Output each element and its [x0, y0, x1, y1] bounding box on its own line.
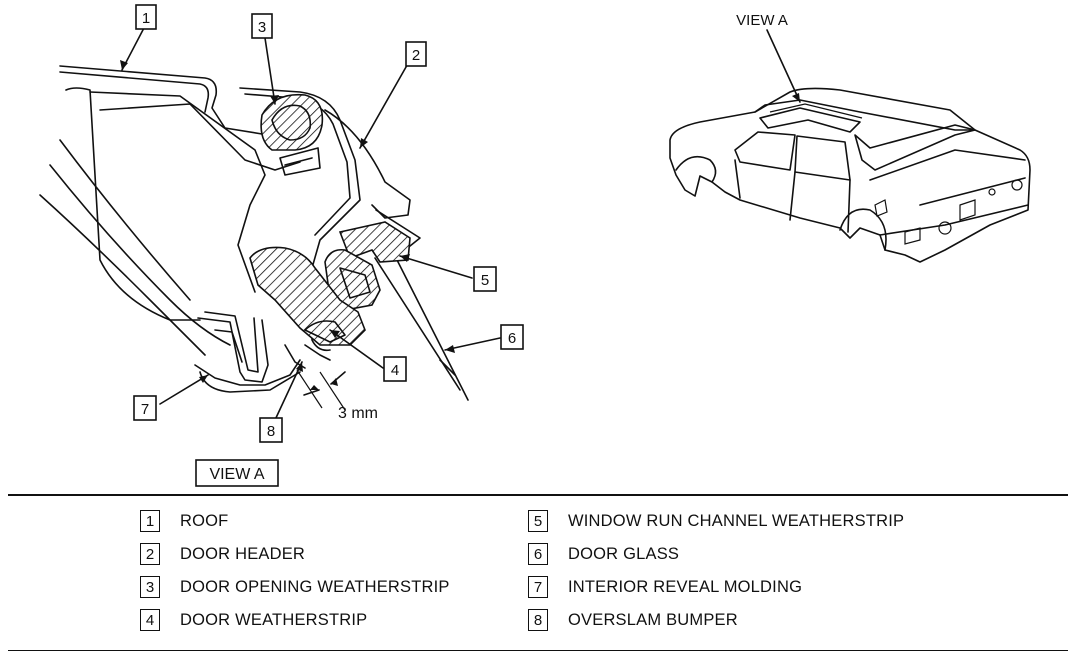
legend-label: DOOR HEADER [180, 545, 306, 563]
legend-item: 8 OVERSLAM BUMPER [528, 607, 948, 640]
legend-label: DOOR WEATHERSTRIP [180, 611, 368, 629]
callout-4: 4 [383, 356, 407, 382]
car-view-label: VIEW A [736, 12, 788, 29]
legend-number: 2 [140, 543, 160, 565]
svg-text:3: 3 [258, 19, 266, 36]
svg-text:7: 7 [141, 401, 149, 418]
svg-text:6: 6 [508, 330, 516, 347]
view-a-label: VIEW A [195, 459, 279, 487]
legend-item: 1 ROOF [140, 508, 560, 541]
legend-label: DOOR GLASS [568, 545, 680, 563]
legend-item: 5 WINDOW RUN CHANNEL WEATHERSTRIP [528, 508, 948, 541]
svg-text:8: 8 [267, 423, 275, 440]
callout-7: 7 [133, 395, 157, 421]
legend-label: WINDOW RUN CHANNEL WEATHERSTRIP [568, 512, 905, 530]
legend-item: 7 INTERIOR REVEAL MOLDING [528, 574, 948, 607]
legend-item: 4 DOOR WEATHERSTRIP [140, 607, 560, 640]
callout-2: 2 [405, 41, 427, 67]
legend-left: 1 ROOF 2 DOOR HEADER 3 DOOR OPENING WEAT… [140, 508, 560, 640]
legend-number: 4 [140, 609, 160, 631]
legend-number: 5 [528, 510, 548, 532]
callout-3: 3 [251, 13, 273, 39]
callout-8: 8 [259, 417, 283, 443]
svg-text:5: 5 [481, 272, 489, 289]
bottom-rule [8, 650, 1068, 651]
callout-1: 1 [135, 4, 157, 30]
legend-item: 6 DOOR GLASS [528, 541, 948, 574]
section-drawing [39, 65, 469, 411]
weatherstrip-diagram: 1 3 2 5 6 4 7 8 3 mm VIEW A VIEW A [39, 4, 1031, 487]
callout-6: 6 [500, 324, 524, 350]
car-illustration: VIEW A [669, 12, 1031, 263]
svg-text:4: 4 [391, 362, 399, 379]
legend-right: 5 WINDOW RUN CHANNEL WEATHERSTRIP 6 DOOR… [528, 508, 948, 640]
legend-label: ROOF [180, 512, 229, 530]
legend-number: 6 [528, 543, 548, 565]
callout-5: 5 [473, 266, 497, 292]
legend-item: 3 DOOR OPENING WEATHERSTRIP [140, 574, 560, 607]
legend-number: 3 [140, 576, 160, 598]
legend-label: DOOR OPENING WEATHERSTRIP [180, 578, 450, 596]
svg-text:VIEW A: VIEW A [209, 466, 264, 483]
legend-item: 2 DOOR HEADER [140, 541, 560, 574]
svg-text:2: 2 [412, 47, 420, 64]
legend-number: 8 [528, 609, 548, 631]
svg-text:1: 1 [142, 10, 150, 27]
section-divider [8, 494, 1068, 496]
legend-label: OVERSLAM BUMPER [568, 611, 738, 629]
legend-label: INTERIOR REVEAL MOLDING [568, 578, 803, 596]
dimension-label: 3 mm [338, 405, 378, 422]
legend-number: 7 [528, 576, 548, 598]
legend-number: 1 [140, 510, 160, 532]
leader-lines [120, 25, 501, 421]
